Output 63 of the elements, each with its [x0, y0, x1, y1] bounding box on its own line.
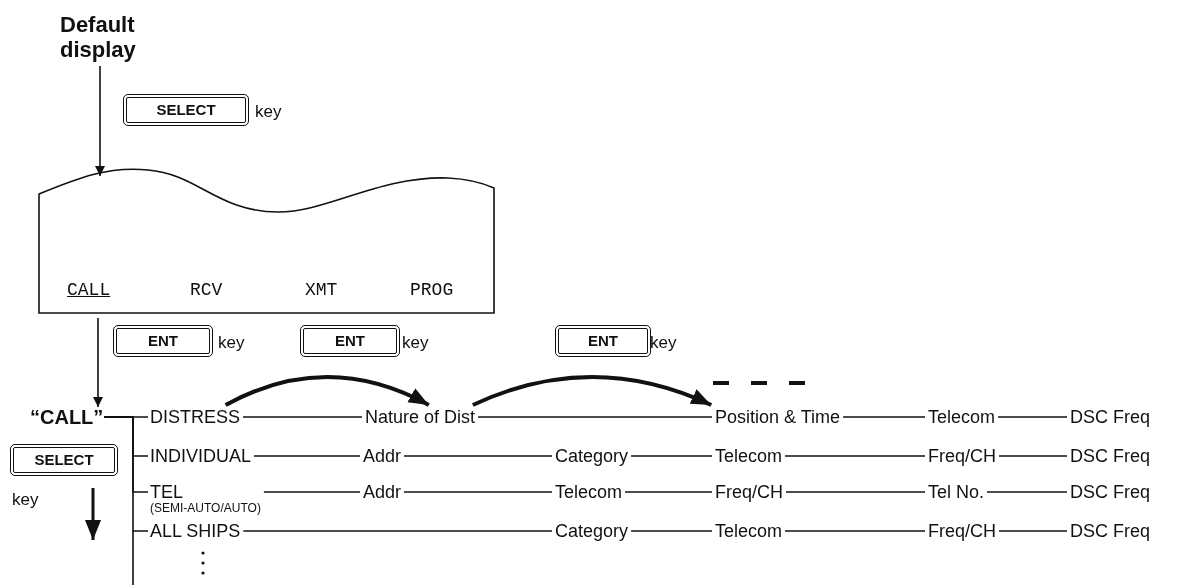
connector-line	[624, 491, 713, 493]
menu-option: PROG	[410, 280, 454, 300]
connector-line	[997, 416, 1068, 418]
connector-line	[630, 530, 713, 532]
keycap: ENT	[113, 325, 213, 357]
arrow	[93, 317, 103, 408]
connector-line	[785, 491, 926, 493]
connector-line	[998, 530, 1068, 532]
menu-item: DISTRESS	[150, 407, 241, 427]
menu-item: Category	[555, 521, 629, 541]
keycap: ENT	[555, 325, 651, 357]
menu-item: Category	[555, 446, 629, 466]
menu-item: Position & Time	[715, 407, 841, 427]
menu-item: DSC Freq	[1070, 482, 1150, 502]
connector-line	[242, 416, 363, 418]
key-caption: key	[402, 333, 429, 353]
menu-item: INDIVIDUAL	[150, 446, 252, 466]
key-caption: key	[12, 490, 39, 510]
key-caption: key	[218, 333, 245, 353]
curved-arrow	[472, 375, 713, 407]
menu-title: “CALL”	[30, 407, 104, 427]
connector-line	[784, 530, 926, 532]
curved-arrow	[224, 375, 430, 407]
connector-line	[242, 530, 553, 532]
arrow	[95, 65, 105, 177]
key-caption: key	[255, 102, 282, 122]
connector-line	[784, 455, 926, 457]
lcd-display-screen	[38, 168, 495, 314]
keycap: SELECT	[10, 444, 118, 476]
menu-item: Telecom	[555, 482, 623, 502]
connector-line	[253, 455, 361, 457]
menu-item: DSC Freq	[1070, 521, 1150, 541]
menu-item: Addr	[363, 482, 402, 502]
menu-item-note: (SEMI-AUTO/AUTO)	[150, 502, 261, 515]
menu-item: Freq/CH	[928, 521, 996, 541]
menu-option: RCV	[190, 280, 223, 300]
keycap: ENT	[300, 325, 400, 357]
tree-connector	[103, 416, 149, 532]
menu-item: ALL SHIPS	[150, 521, 241, 541]
connector-line	[842, 416, 926, 418]
menu-item: Telecom	[715, 446, 783, 466]
key-caption: key	[650, 333, 677, 353]
menu-item: DSC Freq	[1070, 407, 1150, 427]
connector-line	[630, 455, 713, 457]
menu-item: Tel No.	[928, 482, 985, 502]
menu-item: Telecom	[928, 407, 996, 427]
connector-line	[986, 491, 1068, 493]
menu-option: CALL	[67, 280, 111, 300]
heading-text: Default display	[60, 12, 137, 62]
connector-line	[477, 416, 713, 418]
menu-item: Nature of Dist	[365, 407, 476, 427]
keycap: SELECT	[123, 94, 249, 126]
menu-option: XMT	[305, 280, 338, 300]
connector-line	[403, 491, 553, 493]
menu-item: Telecom	[715, 521, 783, 541]
connector-line	[263, 491, 361, 493]
menu-item: Addr	[363, 446, 402, 466]
menu-item: Freq/CH	[715, 482, 783, 502]
menu-item: TEL	[150, 482, 184, 502]
connector-line	[403, 455, 553, 457]
menu-item: Freq/CH	[928, 446, 996, 466]
connector-line	[998, 455, 1068, 457]
menu-item: DSC Freq	[1070, 446, 1150, 466]
